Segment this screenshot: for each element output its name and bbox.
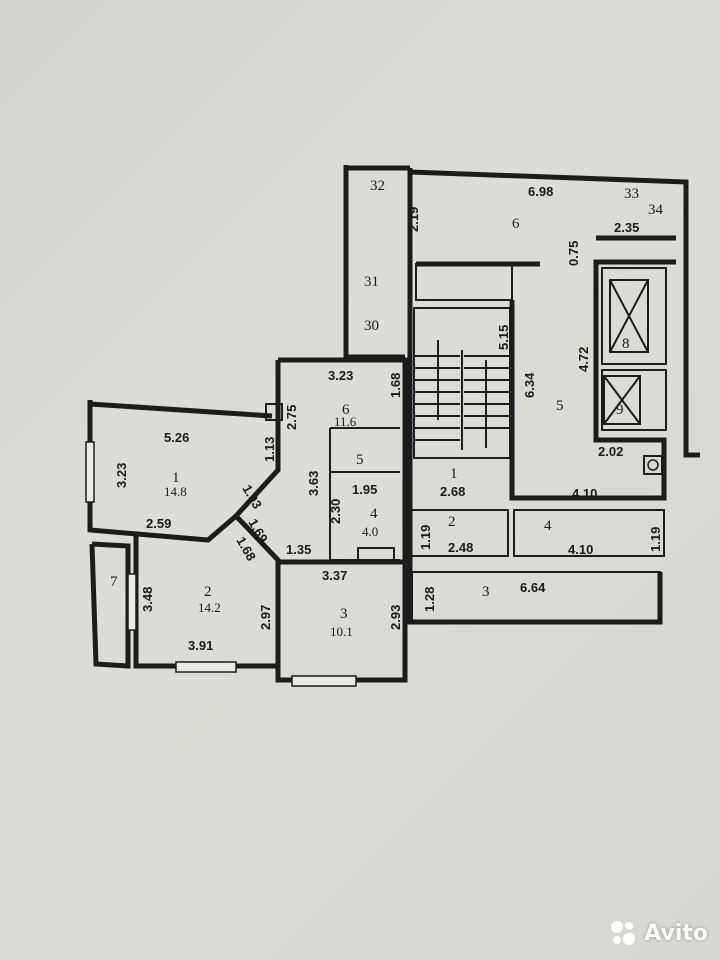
dim-1-35: 1.35 — [286, 542, 311, 557]
room-30: 30 — [364, 318, 379, 334]
room-9: 9 — [616, 402, 624, 418]
dim-3-23-top: 3.23 — [328, 368, 353, 383]
avito-watermark: Avito — [608, 918, 708, 948]
dim-6-34: 6.34 — [522, 372, 537, 398]
dim-4-10-top: 4.10 — [572, 486, 597, 501]
avito-logo-icon — [611, 921, 636, 945]
dim-6-64: 6.64 — [520, 580, 546, 595]
dim-1-13: 1.13 — [262, 437, 277, 462]
dim-3-23-left: 3.23 — [114, 463, 129, 488]
room-3-number: 3 — [340, 606, 348, 622]
dim-2-68: 2.68 — [440, 484, 465, 499]
room-31: 31 — [364, 274, 379, 290]
hall-room-4: 4 — [544, 518, 552, 534]
dimension-labels: 6.98 2.19 0.75 2.35 5.15 6.34 4.72 3.23 … — [114, 184, 663, 653]
room-8: 8 — [622, 336, 630, 352]
dim-3-91: 3.91 — [188, 638, 213, 653]
hall-room-2: 2 — [448, 514, 456, 530]
room-3-area: 10.1 — [330, 624, 353, 639]
stair-treads — [414, 340, 510, 450]
room-7-number: 7 — [110, 574, 118, 590]
room-6-hall-number: 6 — [342, 402, 350, 418]
dim-5-26: 5.26 — [164, 430, 189, 445]
hall-room-3: 3 — [482, 584, 490, 600]
dim-1-68: 1.68 — [388, 373, 403, 398]
walls — [85, 165, 700, 687]
dim-1-28: 1.28 — [422, 587, 437, 612]
dim-2-97: 2.97 — [258, 605, 273, 630]
dim-3-37: 3.37 — [322, 568, 347, 583]
room-33: 33 — [624, 186, 639, 202]
dim-2-93: 2.93 — [388, 605, 403, 630]
room-1-number: 1 — [172, 470, 180, 486]
dim-5-15: 5.15 — [496, 325, 511, 350]
dim-2-19: 2.19 — [406, 207, 421, 232]
dim-1-19-left: 1.19 — [418, 525, 433, 550]
room-2-area: 14.2 — [198, 600, 221, 615]
dim-3-63: 3.63 — [306, 471, 321, 496]
room-34: 34 — [648, 202, 664, 218]
room-6-top: 6 — [512, 216, 520, 232]
dim-2-02: 2.02 — [598, 444, 623, 459]
room-4-number: 4 — [370, 506, 378, 522]
dim-1-95: 1.95 — [352, 482, 377, 497]
dim-2-75: 2.75 — [284, 405, 299, 430]
room-2-number: 2 — [204, 584, 212, 600]
room-1-area: 14.8 — [164, 484, 187, 499]
room-labels: 32 33 34 31 30 6 8 9 5 6 11.6 1 14.8 5 4… — [110, 178, 664, 639]
dim-2-48: 2.48 — [448, 540, 473, 555]
dim-0-75: 0.75 — [566, 241, 581, 266]
dim-1-19-right: 1.19 — [648, 527, 663, 552]
room-32: 32 — [370, 178, 385, 194]
dim-6-98: 6.98 — [528, 184, 553, 199]
room-4-area: 4.0 — [362, 524, 378, 539]
dim-4-72: 4.72 — [576, 347, 591, 372]
dim-2-35: 2.35 — [614, 220, 639, 235]
room-5-number: 5 — [356, 452, 364, 468]
dim-3-48: 3.48 — [140, 587, 155, 612]
dim-2-59: 2.59 — [146, 516, 171, 531]
hall-room-1: 1 — [450, 466, 458, 482]
watermark-text: Avito — [644, 920, 708, 946]
circle-symbol — [643, 455, 663, 475]
room-6-hall-area: 11.6 — [334, 414, 357, 429]
dim-2-30: 2.30 — [328, 499, 343, 524]
room-5-lift-hall: 5 — [556, 398, 564, 414]
dim-4-10-bottom: 4.10 — [568, 542, 593, 557]
